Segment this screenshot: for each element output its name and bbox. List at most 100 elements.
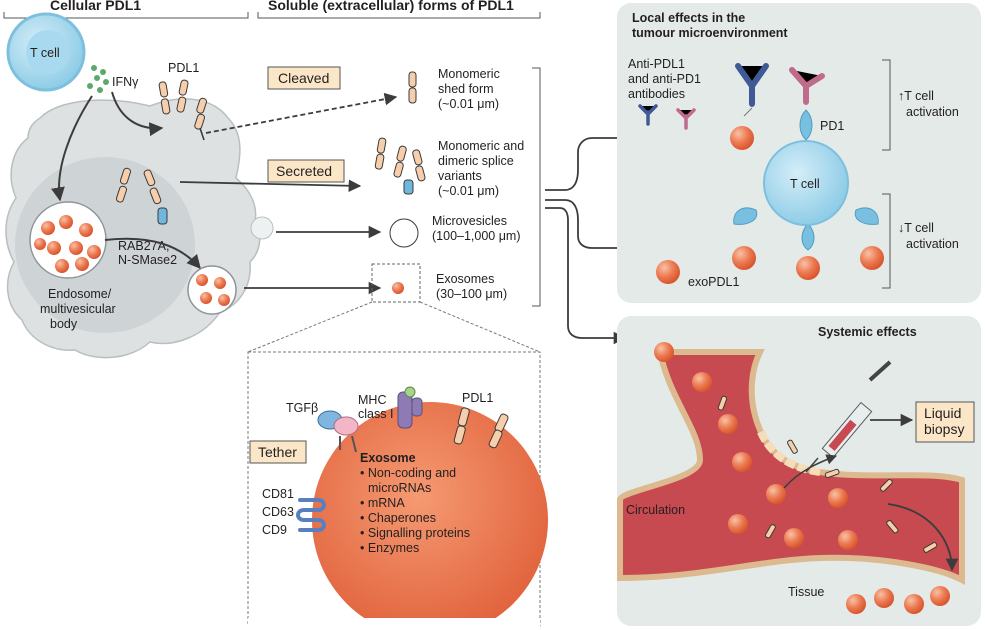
circulating-exosomes <box>654 342 950 614</box>
pdl1-cell-label: PDL1 <box>168 61 199 75</box>
tetraspanin <box>296 498 326 532</box>
splice-label-3: variants <box>438 169 482 183</box>
cd81-label: CD81 <box>262 487 294 501</box>
ifn-arrow-endosome <box>51 95 93 202</box>
antibody-large-blue <box>735 63 769 107</box>
local-title-2: tumour microenvironment <box>632 26 788 40</box>
exosome-detail-clip <box>248 618 540 630</box>
local-title-1: Local effects in the <box>632 11 745 25</box>
down-label-2: activation <box>906 237 959 251</box>
secreted-arrow <box>179 179 362 193</box>
microvesicle-icon <box>389 218 419 248</box>
local-t-cell-label: T cell <box>790 177 820 191</box>
antibody-large-pink <box>789 67 825 105</box>
microvesicle-label-1: Microvesicles <box>432 214 507 228</box>
exosome-title: Exosome <box>360 451 416 465</box>
ifn-label: IFNγ <box>112 75 139 89</box>
vessel-endothelium <box>756 428 821 476</box>
ifn-arrow-membrane <box>111 91 164 137</box>
soluble-bracket <box>532 67 541 307</box>
up-label-2: activation <box>906 105 959 119</box>
microvesicle-label-2: (100–1,000 μm) <box>432 229 521 243</box>
cd63-label: CD63 <box>262 505 294 519</box>
antibody-small-pink <box>676 108 696 130</box>
antibody-label-2: and anti-PD1 <box>628 72 701 86</box>
exosome-label-1: Exosomes <box>436 272 494 286</box>
tissue-arrow <box>887 503 959 572</box>
cleaved-arrow <box>205 92 398 134</box>
header-cellular: Cellular PDL1 <box>50 0 141 13</box>
mhc-class-i <box>397 386 423 429</box>
local-receptors <box>733 109 879 251</box>
tgfb-tether <box>317 410 359 453</box>
rab-arrow <box>104 237 201 270</box>
up-bracket <box>882 59 891 151</box>
antibody-small-blue <box>638 104 658 126</box>
exosome-item-3: • mRNA <box>360 496 405 510</box>
header-soluble: Soluble (extracellular) forms of PDL1 <box>268 0 514 13</box>
cd9-label: CD9 <box>262 523 287 537</box>
exo-pdl1-label: PDL1 <box>462 391 493 405</box>
soluble-forms-labels: Monomeric shed form (~0.01 μm) Monomeric… <box>432 67 524 301</box>
rab-label-2: N-SMase2 <box>118 253 177 267</box>
liquid-biopsy-tag <box>915 401 975 443</box>
exosome-label-2: (30–100 μm) <box>436 287 507 301</box>
endosome-label-3: body <box>50 317 78 331</box>
endosome-label-2: multivesicular <box>40 302 116 316</box>
budding-vesicle <box>250 216 274 240</box>
down-bracket <box>882 193 891 289</box>
shed-label-2: shed form <box>438 82 494 96</box>
syringe <box>805 360 892 473</box>
local-t-cell <box>763 140 849 226</box>
circulation-label: Circulation <box>626 503 685 517</box>
mhc-label-2: class I <box>358 407 393 421</box>
up-label-1: ↑T cell <box>898 89 934 103</box>
exosome-detail <box>312 402 548 630</box>
exosome-zoom-box <box>371 263 421 303</box>
systemic-arrow <box>545 207 627 345</box>
liquid-biopsy-label-1: Liquid <box>924 405 961 421</box>
mhc-label-1: MHC <box>358 393 386 407</box>
t-cell-left-label: T cell <box>30 46 60 60</box>
rab-label-1: RAB27A, <box>118 239 169 253</box>
local-exosomes <box>656 107 884 284</box>
secreted-tag: Secreted <box>267 159 345 183</box>
cleaved-tag: Cleaved <box>267 66 341 90</box>
endosome-label-1: Endosome/ <box>48 287 112 301</box>
shed-label-1: Monomeric <box>438 67 500 81</box>
exosome-item-1: • Non-coding and <box>360 466 456 480</box>
secreted-tag-label: Secreted <box>276 163 332 179</box>
circulating-pdl1 <box>717 395 938 553</box>
exopdl1-label: exoPDL1 <box>688 275 739 289</box>
liquid-biopsy-label-2: biopsy <box>924 421 964 437</box>
pd1-label: PD1 <box>820 119 844 133</box>
splice-label-4: (~0.01 μm) <box>438 184 499 198</box>
exosome-icon <box>392 282 404 294</box>
tether-label: Tether <box>258 444 297 460</box>
sample-arrow <box>783 454 837 489</box>
membrane-pdl1 <box>158 79 207 130</box>
splice-label-1: Monomeric and <box>438 139 524 153</box>
exosome-item-6: • Enzymes <box>360 541 419 555</box>
shed-label-3: (~0.01 μm) <box>438 97 499 111</box>
mvb-vesicles <box>196 274 230 306</box>
local-top-arrow <box>545 131 724 191</box>
shed-form-icon <box>408 71 417 104</box>
exosome-item-4: • Chaperones <box>360 511 436 525</box>
antibody-label-3: antibodies <box>628 87 685 101</box>
pdl1-stub <box>199 127 205 141</box>
antibody-label-1: Anti-PDL1 <box>628 57 685 71</box>
t-cell-left-nucleus <box>26 30 70 74</box>
tgfb-label: TGFβ <box>286 401 318 415</box>
cleaved-tag-label: Cleaved <box>278 70 329 86</box>
tissue-label: Tissue <box>788 585 824 599</box>
exo-pdl1 <box>453 407 509 449</box>
mvb-releasing <box>187 265 237 315</box>
systemic-title: Systemic effects <box>818 325 917 339</box>
exosome-item-2: microRNAs <box>368 481 431 495</box>
tether-tag <box>249 440 307 464</box>
endosome-vesicles <box>34 215 101 273</box>
ifn-dots <box>87 65 109 93</box>
